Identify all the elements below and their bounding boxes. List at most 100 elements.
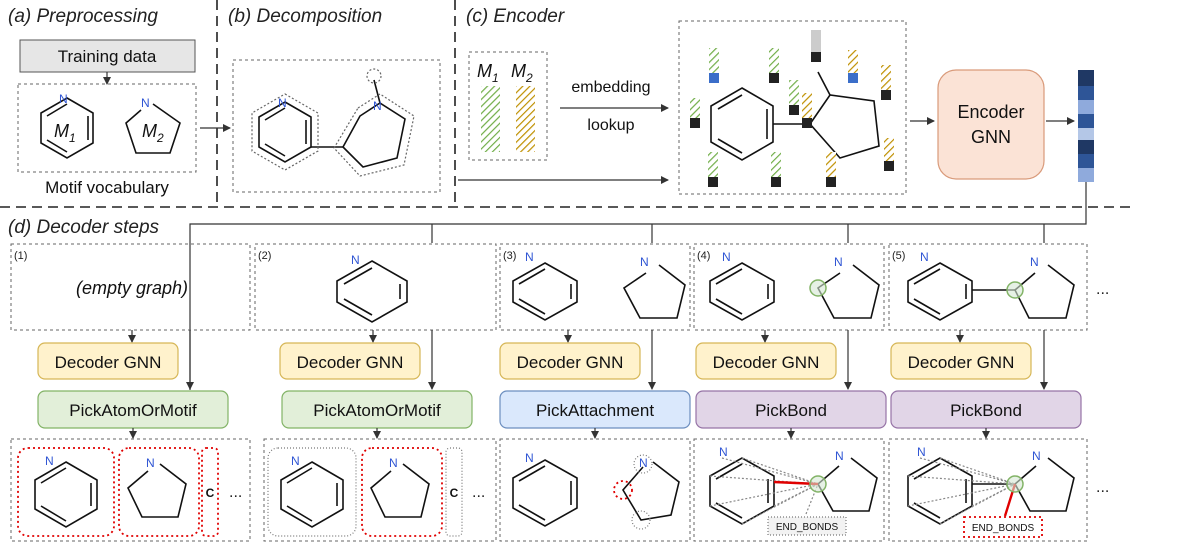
decoder-state-boxes	[10, 243, 1088, 331]
graph-embedding-vector	[1078, 70, 1094, 182]
atom-n-label: N	[1032, 449, 1041, 463]
attachment-candidate	[633, 454, 653, 474]
training-data-label: Training data	[58, 47, 157, 66]
attachment-candidate-selected	[613, 480, 633, 500]
option-pyridine	[34, 461, 98, 528]
atom-n-label: N	[278, 96, 287, 110]
atom-n-label: N	[45, 454, 54, 468]
embedding-table-box	[468, 51, 548, 161]
section-title-a: (a) Preprocessing	[8, 6, 158, 27]
section-dividers	[0, 0, 1130, 208]
atom-n-label: N	[917, 445, 926, 459]
option-pyrrolidine	[127, 463, 187, 518]
action-label-5: PickBond	[950, 401, 1022, 420]
motif-vocabulary-label: Motif vocabulary	[45, 178, 169, 197]
section-title-c: (c) Encoder	[466, 6, 565, 27]
ellipsis-top: ...	[1096, 281, 1109, 298]
atom-n-label: N	[146, 456, 155, 470]
atom-n-label: N	[639, 456, 648, 470]
option-pyrrolidine-selected	[361, 447, 443, 537]
motif-vocab-box	[17, 83, 197, 173]
option-pyridine	[280, 461, 344, 528]
atom-n-label: N	[834, 255, 843, 269]
step-number-2: (2)	[258, 250, 271, 262]
step-number-5: (5)	[892, 250, 905, 262]
atom-n-label: N	[59, 92, 68, 106]
embedding-m1-bar	[481, 86, 500, 152]
encoder-gnn-label-2: GNN	[971, 127, 1011, 147]
end-bonds-label: END_BONDS	[776, 522, 839, 533]
step-number-1: (1)	[14, 250, 27, 262]
option-carbon-label: C	[206, 486, 215, 500]
option-step4-molecule	[709, 457, 878, 525]
action-label-1: PickAtomOrMotif	[69, 401, 197, 420]
option-pyrrolidine	[370, 463, 430, 518]
option-boxes	[10, 438, 1088, 542]
ellipsis-bottom: ...	[1096, 479, 1109, 496]
atom-n-label: N	[525, 250, 534, 264]
decoder-gnn-boxes	[37, 342, 1032, 380]
attachment-point-highlight	[809, 475, 827, 493]
option-carbon-unselected	[445, 447, 463, 537]
option-step3-molecule	[512, 459, 680, 527]
atom-n-label: N	[920, 250, 929, 264]
atom-n-label: N	[1030, 255, 1039, 269]
motif-1-label: M1	[54, 121, 76, 145]
encoder-gnn-box	[937, 69, 1045, 180]
empty-graph-label: (empty graph)	[76, 278, 188, 298]
attachment-point-highlight	[1006, 475, 1024, 493]
ellipsis-step2: ...	[472, 484, 485, 501]
atom-n-label: N	[719, 445, 728, 459]
state-4-molecule	[709, 262, 880, 321]
action-to-options-arrows	[129, 428, 990, 439]
option-step5-molecule	[907, 457, 1075, 525]
decomposition-box	[232, 59, 441, 193]
end-bonds-option-selected	[963, 516, 1043, 538]
embedding-m2-label: M2	[511, 61, 533, 85]
section-title-b: (b) Decomposition	[228, 6, 382, 27]
decoder-gnn-label-2: Decoder GNN	[297, 353, 404, 372]
atom-n-label: N	[389, 456, 398, 470]
candidate-bonds	[907, 457, 1016, 525]
attachment-candidate	[631, 510, 651, 530]
candidate-bonds	[709, 457, 819, 525]
atom-feature-vectors	[690, 30, 894, 187]
step-number-4: (4)	[697, 250, 710, 262]
motif-2-pyrrolidine	[125, 103, 181, 154]
embedding-connectors	[189, 182, 1087, 390]
motif-1-pyridine	[40, 97, 94, 159]
embedding-label: embedding	[571, 79, 650, 96]
action-label-3: PickAttachment	[536, 401, 654, 420]
training-data-box	[19, 39, 196, 73]
action-label-2: PickAtomOrMotif	[313, 401, 441, 420]
decoder-gnn-label-4: Decoder GNN	[713, 353, 820, 372]
atom-n-label: N	[291, 454, 300, 468]
attachment-point-highlight	[1006, 281, 1024, 299]
atom-n-label: N	[722, 250, 731, 264]
option-carbon-label: C	[450, 486, 459, 500]
motif-2-label: M2	[142, 121, 164, 145]
state-to-gnn-arrows	[128, 330, 1048, 390]
atom-n-label: N	[373, 99, 382, 113]
option-pyridine-selected	[17, 447, 115, 537]
decoder-gnn-label-3: Decoder GNN	[517, 353, 624, 372]
decomposed-molecule	[258, 79, 406, 168]
attachment-point-highlight	[809, 279, 827, 297]
action-label-4: PickBond	[755, 401, 827, 420]
embedding-m2-bar	[516, 86, 535, 152]
lookup-label: lookup	[587, 117, 634, 134]
featurized-molecule-box	[678, 20, 907, 195]
atom-n-label: N	[525, 451, 534, 465]
section-title-d: (d) Decoder steps	[8, 217, 160, 238]
option-pyrrolidine-selected	[118, 447, 200, 537]
atom-n-label: N	[835, 449, 844, 463]
state-2-molecule	[336, 260, 408, 323]
atom-n-label: N	[640, 255, 649, 269]
decoder-gnn-label-5: Decoder GNN	[908, 353, 1015, 372]
end-bonds-label: END_BONDS	[972, 523, 1035, 534]
motif-outlines	[251, 68, 415, 177]
option-pyridine-unselected	[267, 447, 357, 537]
atom-n-label: N	[141, 96, 150, 110]
atom-n-label: N	[351, 253, 360, 267]
